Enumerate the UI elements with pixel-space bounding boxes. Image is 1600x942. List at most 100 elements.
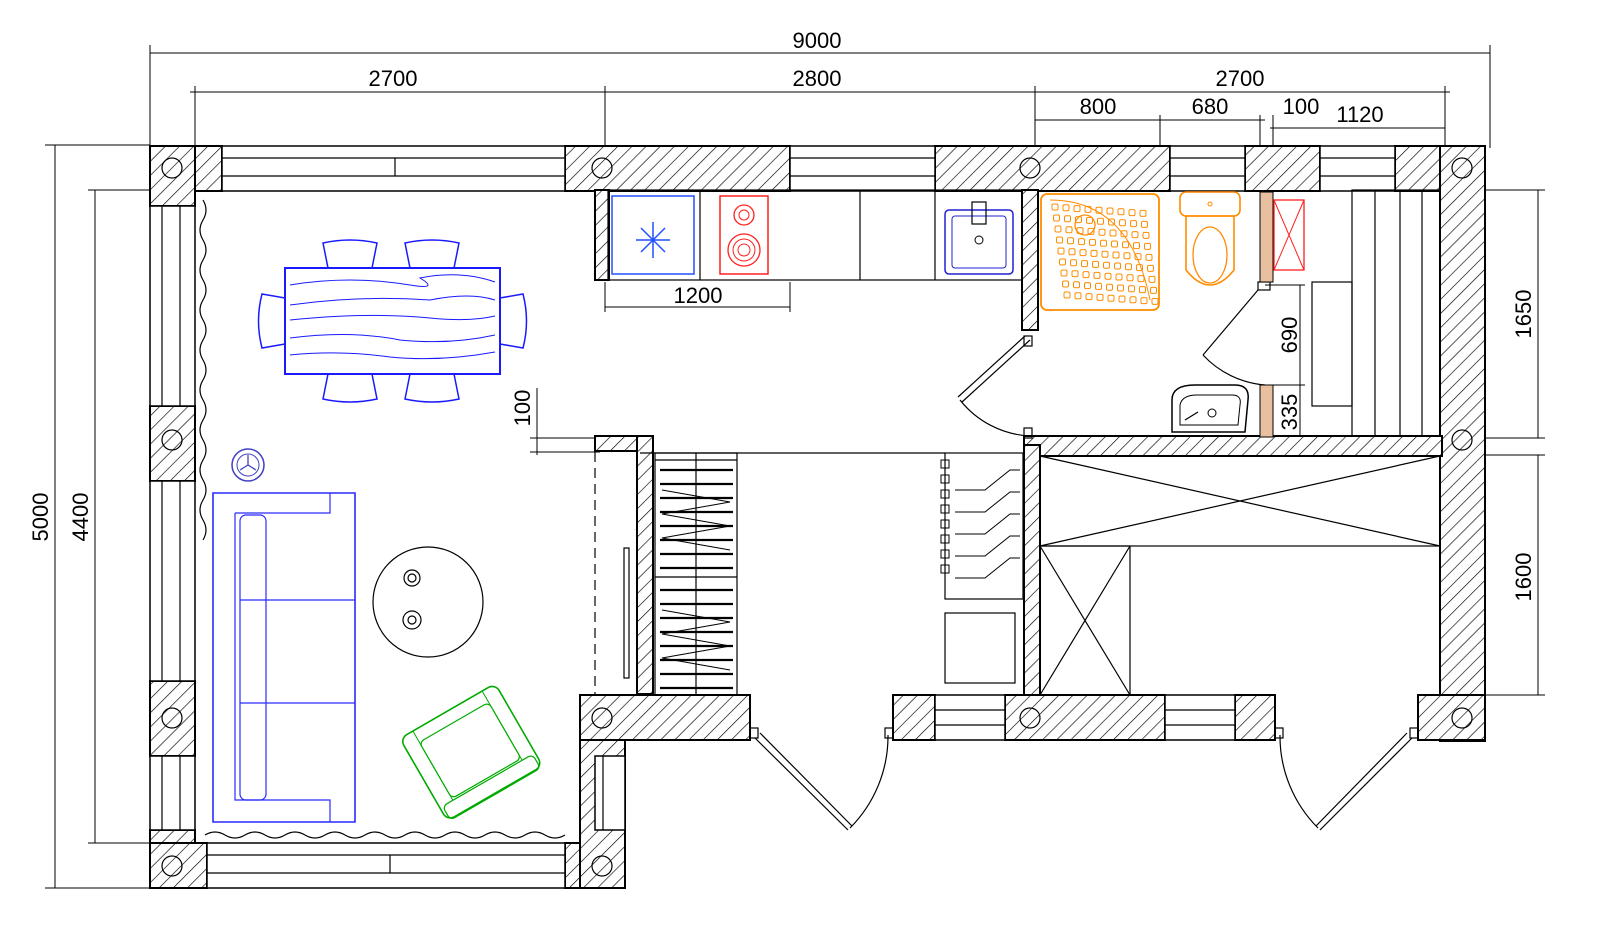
shower-tile (1133, 242, 1140, 250)
dim-right-upper: 1650 (1511, 290, 1536, 339)
shower-tile (1086, 216, 1093, 224)
shower-tile (1062, 204, 1070, 212)
coffee-table (372, 546, 484, 658)
shower-tile (1084, 205, 1092, 213)
shower-tile (1093, 271, 1101, 279)
dim-sauna: 1120 (1336, 102, 1383, 127)
shower-tile (1109, 229, 1117, 237)
wardrobe (640, 452, 945, 696)
kitchen-sink (944, 201, 1014, 275)
shower-tile (1126, 274, 1134, 282)
shower-tile (1131, 231, 1139, 239)
shower-tile (1060, 269, 1068, 277)
closet-boxes (1039, 455, 1441, 696)
shower-tile (1125, 263, 1132, 271)
stair-tread (955, 491, 1020, 513)
shower-tile (1081, 260, 1088, 268)
shower-tile (1062, 280, 1069, 288)
staircase (940, 452, 1024, 684)
shower-tile (1112, 251, 1120, 259)
shower-tile (1064, 215, 1071, 223)
dim-kitchen-counter: 1200 (674, 283, 723, 308)
wardrobe-clothes (661, 489, 731, 551)
shower-tile (1117, 284, 1124, 292)
shower-tile (1071, 270, 1079, 278)
shower-tile (1139, 286, 1146, 294)
shower-tile (1053, 214, 1060, 222)
shower-tile (1122, 241, 1129, 249)
stair-step (940, 459, 950, 469)
stair-step (940, 549, 950, 559)
shower-tray (1040, 193, 1160, 311)
shower-tile (1097, 217, 1104, 225)
stair-tread (955, 513, 1020, 535)
shower-tile (1092, 260, 1099, 268)
stair-step (940, 474, 950, 484)
shower-tile (1063, 291, 1071, 299)
shower-tile (1151, 297, 1159, 305)
shower-tile (1139, 209, 1147, 217)
dim-partition: 100 (1283, 94, 1320, 119)
shower-tile (1119, 219, 1126, 227)
shower-tile (1079, 249, 1087, 257)
dim-inner-height: 4400 (68, 493, 93, 542)
shower-tile (1150, 286, 1157, 294)
shower-tile (1128, 285, 1135, 293)
shower-tile (1098, 228, 1106, 236)
shower-tile (1114, 262, 1121, 270)
dimension-labels: 9000 2700 2800 2700 800 680 100 1120 120… (28, 28, 1536, 601)
shower-tile (1104, 272, 1112, 280)
sauna-benches (1311, 189, 1441, 437)
armchair (401, 685, 541, 819)
shower-tile (1130, 220, 1137, 228)
dim-bath-door: 690 (1277, 317, 1302, 354)
shower-tile (1123, 252, 1131, 260)
shower-tile (1144, 242, 1151, 250)
dim-overall-height: 5000 (28, 493, 53, 542)
shower-tile (1108, 218, 1115, 226)
dim-living: 2700 (369, 66, 418, 91)
floor-lamp (231, 448, 265, 482)
shower-tile (1095, 206, 1103, 214)
shower-tile (1065, 226, 1073, 234)
shower-tile (1136, 264, 1143, 272)
shower-tile (1106, 207, 1114, 215)
shower-tile (1057, 247, 1065, 255)
wardrobe-clothes (661, 609, 731, 671)
shower-tile (1145, 253, 1153, 261)
column-markers (161, 157, 1473, 877)
shower-tile (1056, 236, 1063, 244)
sliding-door (594, 452, 630, 695)
curtains (199, 199, 566, 839)
fridge (611, 195, 695, 275)
shower-tile (1120, 230, 1128, 238)
dim-shower: 800 (1080, 94, 1117, 119)
shower-tile (1100, 239, 1107, 247)
shower-tile (1074, 292, 1082, 300)
shower-tile (1082, 271, 1090, 279)
dim-right-lower: 1600 (1511, 553, 1536, 602)
shower-tile (1134, 253, 1142, 261)
shower-tile (1103, 261, 1110, 269)
windows (149, 145, 1396, 889)
shower-tile (1107, 294, 1115, 302)
shower-tile (1054, 225, 1062, 233)
dim-wc: 680 (1192, 94, 1229, 119)
doors (749, 281, 1419, 831)
shower-tile (1095, 282, 1102, 290)
stair-step (940, 489, 950, 499)
dining-table (257, 239, 528, 403)
shower-tile (1084, 282, 1091, 290)
dim-kitchen: 2800 (793, 66, 842, 91)
shower-tile (1118, 295, 1126, 303)
shower-tile (1106, 283, 1113, 291)
shower-tile (1096, 293, 1104, 301)
stair-tread (955, 469, 1020, 491)
shower-tile (1111, 240, 1118, 248)
stair-step (940, 564, 950, 574)
shower-tile (1147, 264, 1154, 272)
shower-tile (1078, 238, 1085, 246)
snowflake-icon (636, 222, 670, 258)
shower-tile (1128, 209, 1136, 217)
